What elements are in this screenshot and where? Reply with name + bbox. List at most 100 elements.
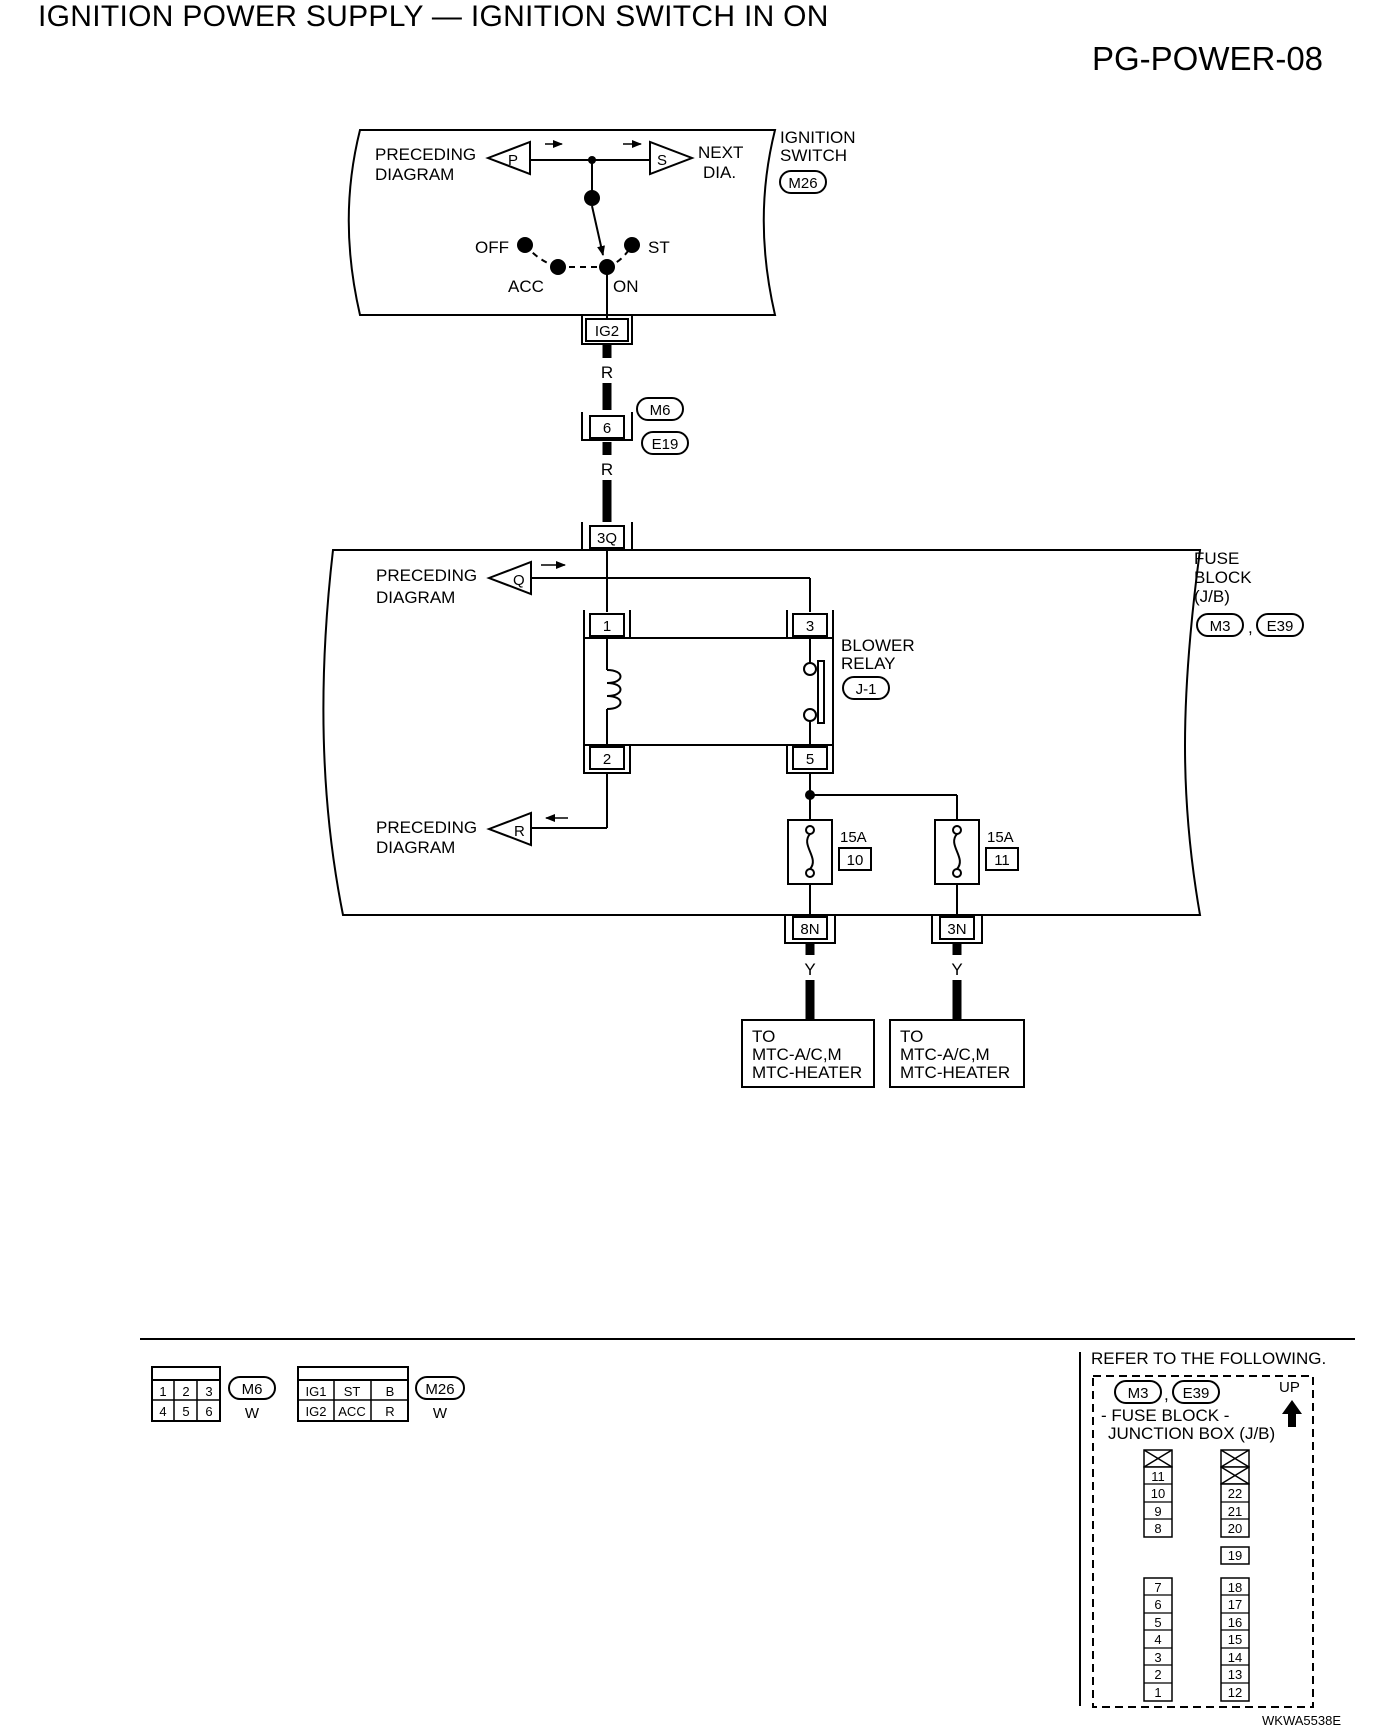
legend-fuse-11: 11 — [1151, 1469, 1165, 1484]
pos-st: ST — [648, 238, 670, 257]
legend-fuse-10: 10 — [1151, 1486, 1165, 1501]
dest-2-line2: MTC-A/C,M — [900, 1045, 990, 1064]
legend-connector-e39: E39 — [1183, 1385, 1210, 1402]
fb-connector-e39: E39 — [1267, 618, 1294, 635]
m26-view-id: M26 — [425, 1381, 454, 1398]
wire-color-r2: R — [601, 460, 613, 479]
fuse-block-label1: FUSE — [1194, 549, 1239, 568]
legend-fuse-21: 21 — [1228, 1504, 1242, 1519]
legend-fuse-4: 4 — [1154, 1632, 1161, 1647]
ref-r-letter: R — [514, 823, 525, 840]
dest-box-2 — [889, 1019, 1025, 1088]
legend-fuse-15: 15 — [1228, 1632, 1242, 1647]
legend-fuse-2: 2 — [1154, 1667, 1161, 1682]
fb-connector-sep: , — [1248, 618, 1253, 637]
up-arrow-icon — [1282, 1400, 1302, 1427]
fuse-11-rating: 15A — [987, 829, 1014, 846]
legend-fuse-5: 5 — [1154, 1615, 1161, 1630]
fuse-10-rating: 15A — [840, 829, 867, 846]
m6-view-id: M6 — [242, 1381, 263, 1398]
legend-fuse-14: 14 — [1228, 1650, 1242, 1665]
relay-pin-3: 3 — [806, 618, 814, 635]
fb-preceding-q-line2: DIAGRAM — [376, 588, 455, 607]
connector-view-m26: IG1 ST B IG2 ACC R — [297, 1366, 409, 1422]
relay-pin-1: 1 — [603, 618, 611, 635]
fuse-block-label3: (J/B) — [1194, 587, 1230, 606]
ref-p-letter: P — [508, 152, 518, 169]
legend-up-label: UP — [1279, 1379, 1300, 1396]
ign-preceding-line2: DIAGRAM — [375, 165, 454, 184]
legend-fuse-7: 7 — [1154, 1580, 1161, 1595]
connector-ref-p-icon — [485, 140, 531, 176]
wire-color-r1: R — [601, 363, 613, 382]
page-title: IGNITION POWER SUPPLY — IGNITION SWITCH … — [38, 0, 829, 33]
m6-cell-2: 2 — [182, 1384, 189, 1399]
ref-s-letter: S — [657, 152, 667, 169]
relay-pin-5: 5 — [806, 751, 814, 768]
legend-fuse-column-right-bottom: 18 17 16 15 14 13 12 — [1220, 1577, 1250, 1702]
legend-fuse-column-left: 11 10 9 8 — [1143, 1449, 1173, 1538]
dest-1-line3: MTC-HEATER — [752, 1063, 862, 1082]
legend-fuse-column-right: 22 21 20 19 — [1220, 1449, 1250, 1565]
connector-ref-s-icon — [649, 140, 695, 176]
legend-fuse-22: 22 — [1228, 1486, 1242, 1501]
relay-contact-icon — [817, 660, 825, 724]
m26-cell-st: ST — [344, 1384, 361, 1399]
legend-box-line1: - FUSE BLOCK - — [1101, 1406, 1229, 1425]
terminal-ig2: IG2 — [595, 323, 619, 340]
fuse-10-number: 10 — [847, 852, 864, 869]
blower-relay-body — [583, 637, 834, 746]
legend-box-line2: JUNCTION BOX (J/B) — [1108, 1424, 1275, 1443]
dest-1-line1: TO — [752, 1027, 775, 1046]
legend-jb-outline — [1092, 1375, 1314, 1708]
pos-on: ON — [613, 277, 639, 296]
connector-ref-r-icon — [486, 811, 532, 847]
m6-cell-5: 5 — [182, 1404, 189, 1419]
fuse-block-outline — [322, 549, 1202, 916]
m6-cell-1: 1 — [159, 1384, 166, 1399]
joint-connector-m6: M6 — [650, 402, 671, 419]
wire-color-y1: Y — [804, 960, 815, 979]
m6-view-color: W — [245, 1405, 260, 1422]
dest-box-1 — [741, 1019, 875, 1088]
pos-off: OFF — [475, 238, 509, 257]
legend-fuse-9: 9 — [1154, 1504, 1161, 1519]
figure-id: WKWA5538E — [1262, 1713, 1341, 1728]
legend-fuse-18: 18 — [1228, 1580, 1242, 1595]
legend-refer: REFER TO THE FOLLOWING. — [1091, 1349, 1326, 1368]
fb-preceding-r-line2: DIAGRAM — [376, 838, 455, 857]
legend-fuse-16: 16 — [1228, 1615, 1242, 1630]
ref-q-letter: Q — [513, 572, 525, 589]
m26-cell-ig2: IG2 — [306, 1404, 327, 1419]
fb-preceding-q-line1: PRECEDING — [376, 566, 477, 585]
m6-cell-3: 3 — [205, 1384, 212, 1399]
dest-2-line1: TO — [900, 1027, 923, 1046]
fuse-10-pin: 8N — [800, 921, 819, 938]
fuse-11-number: 11 — [994, 852, 1010, 869]
legend-fuse-12: 12 — [1228, 1685, 1242, 1700]
legend-fuse-8: 8 — [1154, 1521, 1161, 1536]
m26-cell-acc: ACC — [338, 1404, 365, 1419]
dest-2-line3: MTC-HEATER — [900, 1063, 1010, 1082]
ign-switch-label1: IGNITION — [780, 128, 856, 147]
fuse-11-pin: 3N — [947, 921, 966, 938]
fuse-11-icon — [953, 833, 961, 870]
blower-relay-label1: BLOWER — [841, 636, 915, 655]
ign-connector-m26: M26 — [788, 175, 817, 192]
legend-fuse-1: 1 — [1154, 1685, 1161, 1700]
fb-preceding-r-line1: PRECEDING — [376, 818, 477, 837]
legend-fuse-3: 3 — [1154, 1650, 1161, 1665]
relay-pin-2: 2 — [603, 751, 611, 768]
m26-view-color: W — [433, 1405, 448, 1422]
fuse-10-icon — [806, 833, 814, 870]
ignition-switch-outline — [347, 129, 777, 316]
fb-connector-m3: M3 — [1210, 618, 1231, 635]
wire-color-y2: Y — [951, 960, 962, 979]
m26-cell-b: B — [386, 1384, 395, 1399]
connector-ref-q-icon — [486, 560, 532, 596]
m6-cell-6: 6 — [205, 1404, 212, 1419]
m26-cell-r: R — [385, 1404, 394, 1419]
legend-fuse-column-left-bottom: 7 6 5 4 3 2 1 — [1143, 1577, 1173, 1702]
ign-switch-label2: SWITCH — [780, 146, 847, 165]
